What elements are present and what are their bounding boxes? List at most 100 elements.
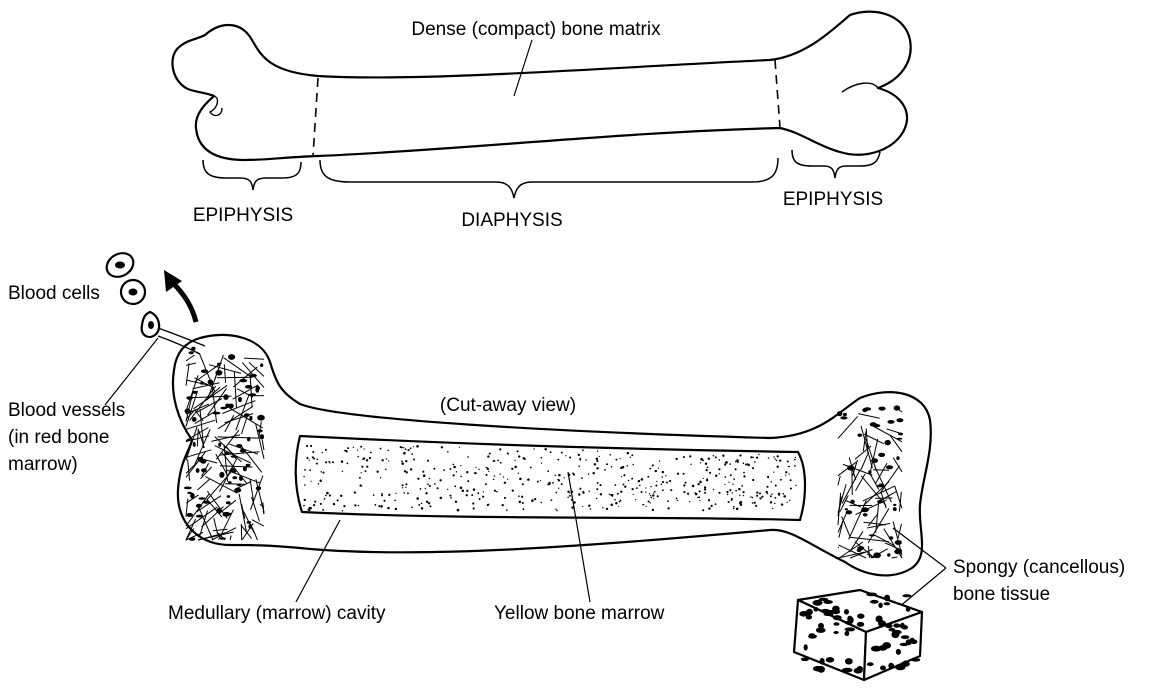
marrow-speck [631, 454, 633, 456]
marrow-speck [687, 493, 689, 495]
marrow-speck [778, 493, 780, 495]
marrow-speck [627, 452, 630, 455]
block-pore [833, 615, 842, 620]
marrow-speck [429, 485, 431, 487]
marrow-speck [633, 494, 634, 495]
marrow-speck [770, 501, 772, 503]
marrow-speck [434, 483, 436, 485]
marrow-speck [578, 493, 580, 495]
marrow-speck [426, 501, 428, 503]
marrow-speck [518, 455, 520, 457]
marrow-speck [774, 458, 775, 459]
marrow-speck [466, 471, 468, 473]
trabecula-blob [223, 512, 231, 517]
trabecula-blob [247, 521, 251, 524]
marrow-speck [733, 478, 735, 480]
marrow-speck [781, 503, 783, 505]
marrow-speck [318, 483, 320, 485]
marrow-speck [738, 488, 741, 491]
marrow-speck [619, 458, 620, 459]
trabecula-blob [244, 413, 250, 417]
trabecula-blob [257, 429, 263, 432]
marrow-speck [522, 483, 524, 485]
marrow-speck [308, 509, 310, 511]
marrow-speck [795, 485, 796, 486]
trabecula-blob [240, 449, 246, 453]
marrow-speck [376, 471, 378, 473]
marrow-speck [794, 465, 796, 467]
marrow-speck [388, 494, 390, 496]
marrow-speck [456, 471, 457, 472]
marrow-speck [768, 457, 770, 459]
trabecula-blob [248, 524, 252, 529]
marrow-speck [541, 502, 543, 504]
marrow-speck [558, 474, 561, 477]
trabecula-blob [193, 442, 196, 447]
marrow-speck [662, 481, 664, 483]
marrow-speck [579, 488, 581, 490]
marrow-speck [750, 456, 752, 458]
marrow-speck [405, 483, 407, 485]
trabecula-blob [203, 501, 210, 504]
marrow-speck [755, 505, 757, 507]
yellow-marrow-label: Yellow bone marrow [494, 603, 665, 624]
marrow-speck [739, 454, 741, 456]
marrow-speck [771, 493, 772, 494]
trabecula-blob [863, 513, 868, 516]
marrow-speck [700, 458, 702, 460]
marrow-speck [612, 496, 613, 497]
marrow-speck [467, 456, 469, 458]
trabecula-blob [257, 415, 265, 421]
marrow-speck [427, 460, 429, 462]
marrow-speck [597, 488, 598, 489]
flow-arrow [172, 282, 196, 322]
block-pore [901, 635, 910, 639]
marrow-speck [511, 468, 513, 470]
marrow-speck [547, 470, 549, 472]
block-pore [878, 603, 882, 608]
marrow-speck [322, 452, 323, 453]
marrow-speck [518, 495, 520, 497]
marrow-speck [555, 508, 556, 509]
marrow-speck [475, 472, 476, 473]
trabecula-blob [243, 466, 247, 471]
marrow-speck [773, 456, 774, 457]
marrow-speck [517, 450, 519, 452]
trabecula-blob [184, 487, 192, 490]
marrow-speck [706, 478, 707, 479]
spongy-label-line-1: Spongy (cancellous) [953, 557, 1125, 578]
marrow-speck [615, 459, 617, 461]
trabecula-blob [877, 500, 883, 504]
marrow-speck [455, 501, 457, 503]
marrow-speck [473, 507, 475, 509]
block-pore [902, 594, 911, 597]
marrow-speck [405, 460, 407, 462]
marrow-speck [502, 504, 504, 506]
marrow-speck [433, 468, 435, 470]
marrow-speck [357, 449, 358, 450]
marrow-speck [789, 500, 790, 501]
marrow-speck [523, 508, 525, 510]
blood-vessel-branch [158, 328, 205, 346]
marrow-speck [387, 507, 389, 509]
trabecula-blob [873, 552, 881, 558]
marrow-speck [731, 500, 733, 502]
marrow-speck [747, 463, 749, 465]
marrow-speck [737, 461, 739, 463]
marrow-speck [708, 457, 710, 459]
trabecula-blob [878, 453, 885, 457]
marrow-speck [653, 498, 654, 499]
block-pore [901, 625, 908, 629]
marrow-speck [645, 487, 646, 488]
trabecula-blob [191, 347, 195, 351]
marrow-speck [725, 462, 727, 464]
trabecula-blob [260, 363, 263, 367]
marrow-speck [743, 495, 744, 496]
marrow-speck [650, 486, 651, 487]
marrow-speck [309, 459, 310, 460]
marrow-speck [504, 497, 506, 499]
marrow-speck [719, 459, 721, 461]
marrow-speck [342, 471, 343, 472]
marrow-speck [364, 448, 365, 449]
